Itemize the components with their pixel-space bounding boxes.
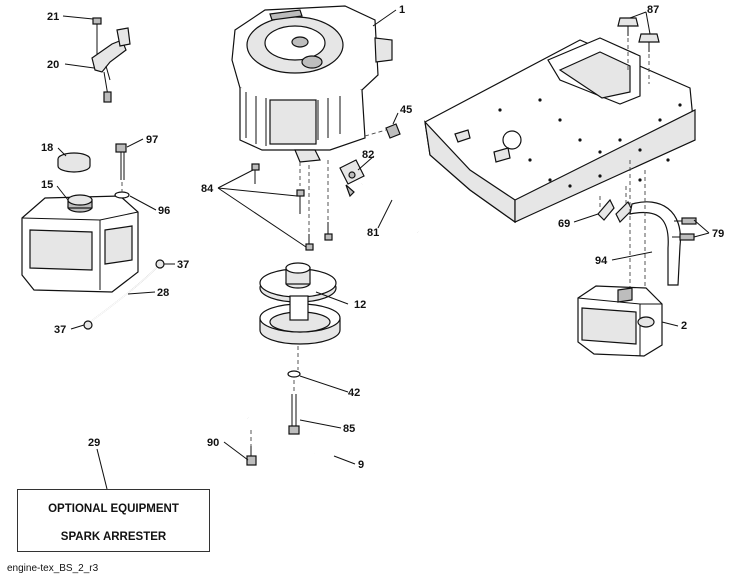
callout-29: 29 <box>88 437 100 449</box>
callout-87: 87 <box>647 4 659 16</box>
callout-94: 94 <box>595 255 608 267</box>
drive-line-part <box>361 178 421 233</box>
chassis-plate-part <box>424 37 696 224</box>
bracket-part <box>246 417 353 466</box>
spark-arrester-label: SPARK ARRESTER <box>60 531 167 543</box>
pulley-bolt-part <box>287 370 301 435</box>
callout-18: 18 <box>41 142 53 154</box>
fuel-filter-part <box>339 123 401 198</box>
callout-42: 42 <box>348 387 360 399</box>
callout-9: 9 <box>358 459 364 471</box>
callout-90: 90 <box>207 437 219 449</box>
callout-81: 81 <box>367 227 379 239</box>
leader-lines <box>56 9 710 490</box>
fuel-line-part <box>83 259 165 330</box>
engine-part <box>231 5 393 163</box>
optional-equipment-label: OPTIONAL EQUIPMENT <box>48 503 179 515</box>
callout-12: 12 <box>354 299 366 311</box>
callout-20: 20 <box>47 59 59 71</box>
exhaust-pipe-part <box>597 160 697 295</box>
throttle-control-part <box>91 17 131 103</box>
bolt-washer-part <box>114 143 130 199</box>
callout-28: 28 <box>157 287 169 299</box>
engine-bolts-part <box>251 160 333 251</box>
callout-21: 21 <box>47 11 59 23</box>
muffler-part <box>577 285 663 357</box>
callout-97: 97 <box>146 134 158 146</box>
callout-84: 84 <box>201 183 214 195</box>
callout-85: 85 <box>343 423 355 435</box>
fuel-tank-part <box>21 194 139 293</box>
diagram-reference-code: engine-tex_BS_2_r3 <box>7 563 99 574</box>
callout-45: 45 <box>400 104 412 116</box>
pulley-part <box>259 262 341 370</box>
callout-15: 15 <box>41 179 53 191</box>
callout-82: 82 <box>362 149 374 161</box>
callout-96: 96 <box>158 205 170 217</box>
callout-1: 1 <box>399 4 405 16</box>
fuel-cap-part <box>57 152 91 173</box>
callout-37-upper: 37 <box>177 259 189 271</box>
callout-79: 79 <box>712 228 724 240</box>
callout-2: 2 <box>681 320 687 332</box>
optional-equipment-box: OPTIONAL EQUIPMENT SPARK ARRESTER <box>17 489 210 552</box>
callout-37-lower: 37 <box>54 324 66 336</box>
callout-69: 69 <box>558 218 570 230</box>
